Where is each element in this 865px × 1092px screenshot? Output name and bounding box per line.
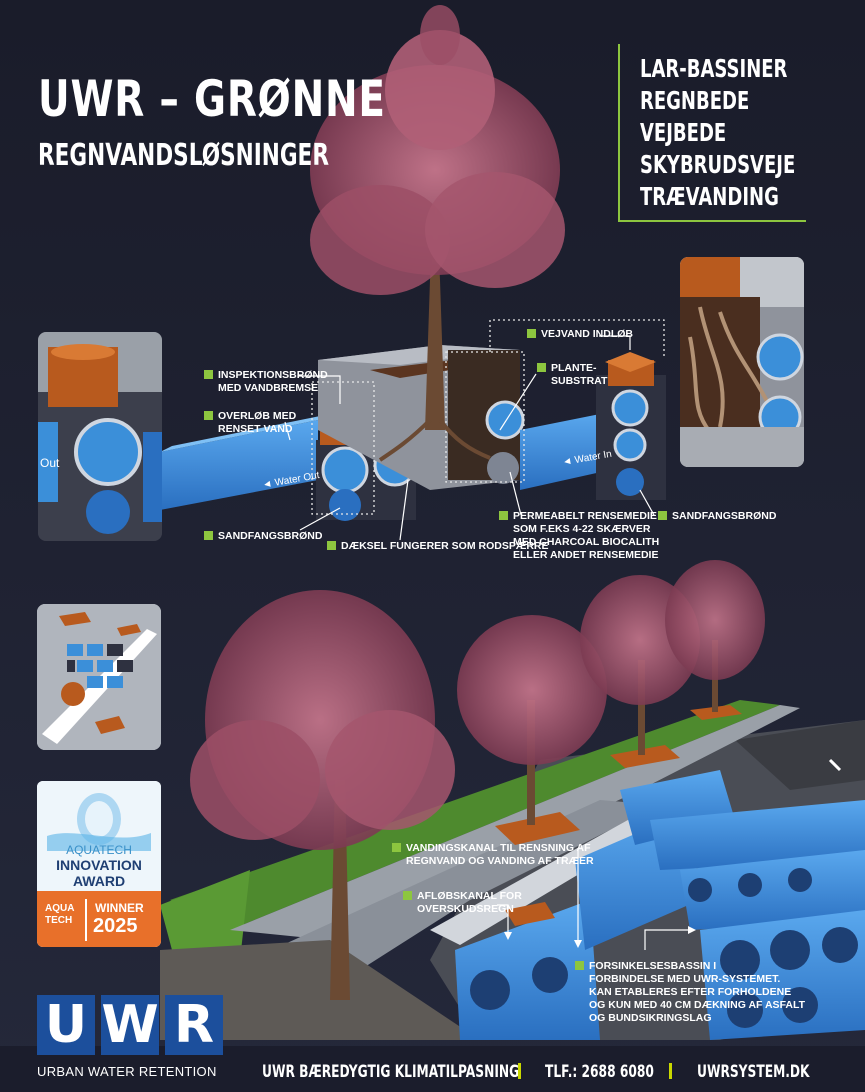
use-case-item: REGNBEDE — [640, 86, 750, 115]
label-permeabelt: PERMEABELT RENSEMEDIE SOM F.EKS 4-22 SKÆ… — [499, 510, 659, 562]
award-line1: AQUATECH — [66, 843, 132, 857]
right-chamber — [596, 352, 666, 500]
footer-tagline: UWR BÆREDYGTIG KLIMATILPASNING — [262, 1062, 520, 1082]
label-overlob: OVERLØB MED RENSET VAND — [204, 410, 296, 436]
label-vandingskanal: VANDINGSKANAL TIL RENSNING AF REGNVAND O… — [392, 842, 594, 868]
label-inspektionsbrond: INSPEKTIONSBRØND MED VANDBREMSE — [204, 369, 328, 395]
label-forsinkelse: FORSINKELSESBASSIN I FORBINDELSE MED UWR… — [575, 960, 805, 1025]
inset-root-detail-illustration — [680, 257, 804, 467]
footer-separator — [518, 1063, 521, 1079]
label-sandfang-left: SANDFANGSBRØND — [204, 530, 322, 543]
inset-root-detail — [680, 257, 804, 467]
use-case-item: TRÆVANDING — [640, 182, 779, 211]
award-lightbulb-icon — [37, 781, 161, 891]
central-planter — [318, 345, 525, 490]
label-aflobskanal: AFLØBSKANAL FOR OVERSKUDSREGN — [403, 890, 522, 916]
water-out-pipe — [160, 414, 330, 510]
page-title: UWR – GRØNNE — [38, 70, 386, 128]
use-case-item: SKYBRUDSVEJE — [640, 150, 796, 179]
award-badge-tech: TECH — [45, 915, 73, 926]
footer-phone[interactable]: TLF.: 2688 6080 — [545, 1062, 654, 1082]
out-label: Out — [40, 456, 60, 470]
logo-subtitle: URBAN WATER RETENTION — [37, 1064, 217, 1079]
award-line2: INNOVATION — [56, 857, 142, 873]
award-year: 2025 — [93, 915, 138, 937]
use-case-item: LAR-BASSINER — [640, 54, 788, 83]
inset-street-plan — [37, 604, 161, 750]
award-divider — [85, 899, 87, 941]
label-daeksel: DÆKSEL FUNGERER SOM RODSPÆRRE — [327, 540, 549, 553]
inset-inspection-well: Out — [38, 332, 162, 541]
street-scene — [160, 560, 865, 1040]
use-case-item: VEJBEDE — [640, 118, 727, 147]
label-vejvand: VEJVAND INDLØB — [527, 328, 633, 341]
inset-inspection-well-illustration: Out — [38, 332, 162, 541]
label-sandfang-right: SANDFANGSBRØND — [658, 510, 776, 523]
award-winner-band: AQUA TECH WINNER 2025 — [37, 891, 161, 947]
page-subtitle: REGNVANDSLØSNINGER — [38, 138, 329, 173]
water-in-pipe — [520, 412, 610, 490]
aquatech-award-badge: AQUATECH INNOVATION AWARD AQUA TECH WINN… — [37, 781, 161, 947]
inset-street-plan-illustration — [37, 604, 161, 750]
footer-separator — [669, 1063, 672, 1079]
logo-letter-u: U — [37, 995, 95, 1055]
logo-letter-r: R — [165, 995, 223, 1055]
callout-lines — [284, 335, 655, 541]
award-line3: AWARD — [72, 873, 126, 889]
award-badge-aqua: AQUA — [45, 903, 75, 914]
uwr-logo: U W R — [37, 995, 227, 1057]
footer-website-link[interactable]: UWRSYSTEM.DK — [697, 1062, 810, 1082]
use-case-list: LAR-BASSINER REGNBEDE VEJBEDE SKYBRUDSVE… — [618, 44, 806, 222]
logo-letter-w: W — [101, 995, 159, 1055]
label-plantesubstrat: PLANTE- SUBSTRAT — [537, 362, 607, 388]
upper-tree — [310, 5, 565, 462]
award-winner: WINNER — [95, 901, 144, 915]
